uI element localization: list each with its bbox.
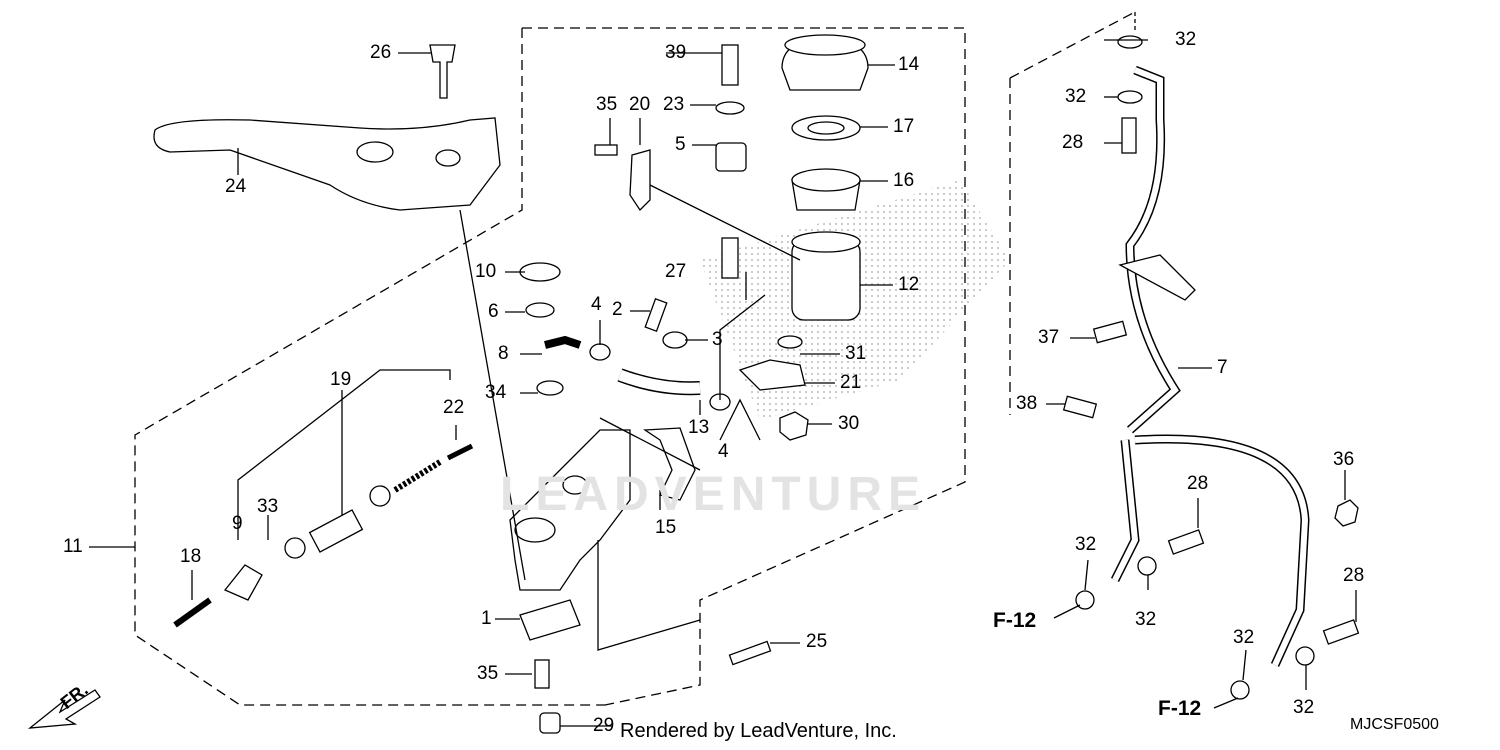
callout-18: 18 bbox=[180, 546, 202, 567]
callout-13: 13 bbox=[688, 417, 710, 438]
group-frame-lever bbox=[134, 28, 605, 706]
callout-25: 25 bbox=[806, 631, 828, 652]
callout-7: 7 bbox=[1217, 357, 1228, 378]
group-frame-hose bbox=[1009, 11, 1136, 415]
stop-switch bbox=[519, 599, 581, 641]
credit-text: Rendered by LeadVenture, Inc. bbox=[620, 720, 897, 742]
callout-5: 5 bbox=[675, 134, 686, 155]
brake-hose-right bbox=[1134, 434, 1310, 667]
callout-32-f: 32 bbox=[1293, 697, 1315, 718]
callout-28-a: 28 bbox=[1062, 132, 1084, 153]
callout-39: 39 bbox=[665, 42, 687, 63]
callout-6: 6 bbox=[488, 301, 499, 322]
callout-33: 33 bbox=[257, 496, 279, 517]
cap-plate bbox=[791, 115, 861, 141]
callout-32-e: 32 bbox=[1233, 627, 1255, 648]
callout-32-c: 32 bbox=[1075, 534, 1097, 555]
callout-15: 15 bbox=[655, 517, 677, 538]
callout-22: 22 bbox=[443, 397, 465, 418]
callout-32-b: 32 bbox=[1065, 86, 1087, 107]
reservoir-stay bbox=[738, 359, 806, 391]
callout-38: 38 bbox=[1016, 393, 1038, 414]
callout-31: 31 bbox=[845, 343, 867, 364]
callout-28-c: 28 bbox=[1343, 565, 1365, 586]
callout-32-d: 32 bbox=[1135, 609, 1157, 630]
callout-26: 26 bbox=[370, 42, 392, 63]
callout-20: 20 bbox=[629, 94, 651, 115]
boot bbox=[223, 564, 263, 601]
callout-32-a: 32 bbox=[1175, 29, 1197, 50]
callout-27: 27 bbox=[665, 261, 687, 282]
callout-4-bottom: 4 bbox=[718, 441, 729, 462]
callout-17: 17 bbox=[893, 116, 915, 137]
callout-4-top: 4 bbox=[591, 294, 602, 315]
spring bbox=[393, 459, 442, 493]
callout-29: 29 bbox=[593, 715, 615, 736]
callout-35-top: 35 bbox=[596, 94, 618, 115]
callout-23: 23 bbox=[663, 94, 685, 115]
callout-14: 14 bbox=[898, 54, 920, 75]
front-direction-arrow bbox=[27, 689, 101, 729]
frame-reference-f12-left: F-12 bbox=[993, 609, 1037, 632]
callout-21: 21 bbox=[840, 372, 862, 393]
callout-8: 8 bbox=[498, 343, 509, 364]
watermark: LEADVENTURE bbox=[500, 468, 926, 521]
callout-12: 12 bbox=[898, 274, 920, 295]
callout-24: 24 bbox=[225, 176, 247, 197]
callout-35-bottom: 35 bbox=[477, 663, 499, 684]
callout-37: 37 bbox=[1038, 327, 1060, 348]
callout-16: 16 bbox=[893, 170, 915, 191]
push-rod bbox=[173, 597, 212, 628]
diagram-code: MJCSF0500 bbox=[1350, 716, 1439, 733]
frame-reference-f12-bottom: F-12 bbox=[1158, 697, 1202, 720]
master-cylinder-body bbox=[509, 429, 631, 591]
callout-30: 30 bbox=[838, 413, 860, 434]
callout-11: 11 bbox=[63, 536, 83, 557]
callout-9: 9 bbox=[232, 513, 243, 534]
callout-28-b: 28 bbox=[1187, 473, 1209, 494]
handlebar-clamp bbox=[643, 427, 696, 501]
callout-3: 3 bbox=[712, 329, 723, 350]
callout-19: 19 bbox=[330, 369, 352, 390]
pivot-bolt bbox=[429, 44, 456, 99]
callout-34: 34 bbox=[485, 382, 507, 403]
brake-lever bbox=[153, 117, 501, 211]
callout-10: 10 bbox=[475, 261, 497, 282]
piston bbox=[308, 509, 364, 553]
group-frame-reservoir bbox=[522, 27, 966, 706]
callout-1: 1 bbox=[481, 608, 492, 629]
callout-36: 36 bbox=[1333, 449, 1355, 470]
callout-2: 2 bbox=[612, 299, 623, 320]
hose-bracket bbox=[1118, 254, 1196, 301]
reservoir-holder bbox=[629, 149, 651, 212]
